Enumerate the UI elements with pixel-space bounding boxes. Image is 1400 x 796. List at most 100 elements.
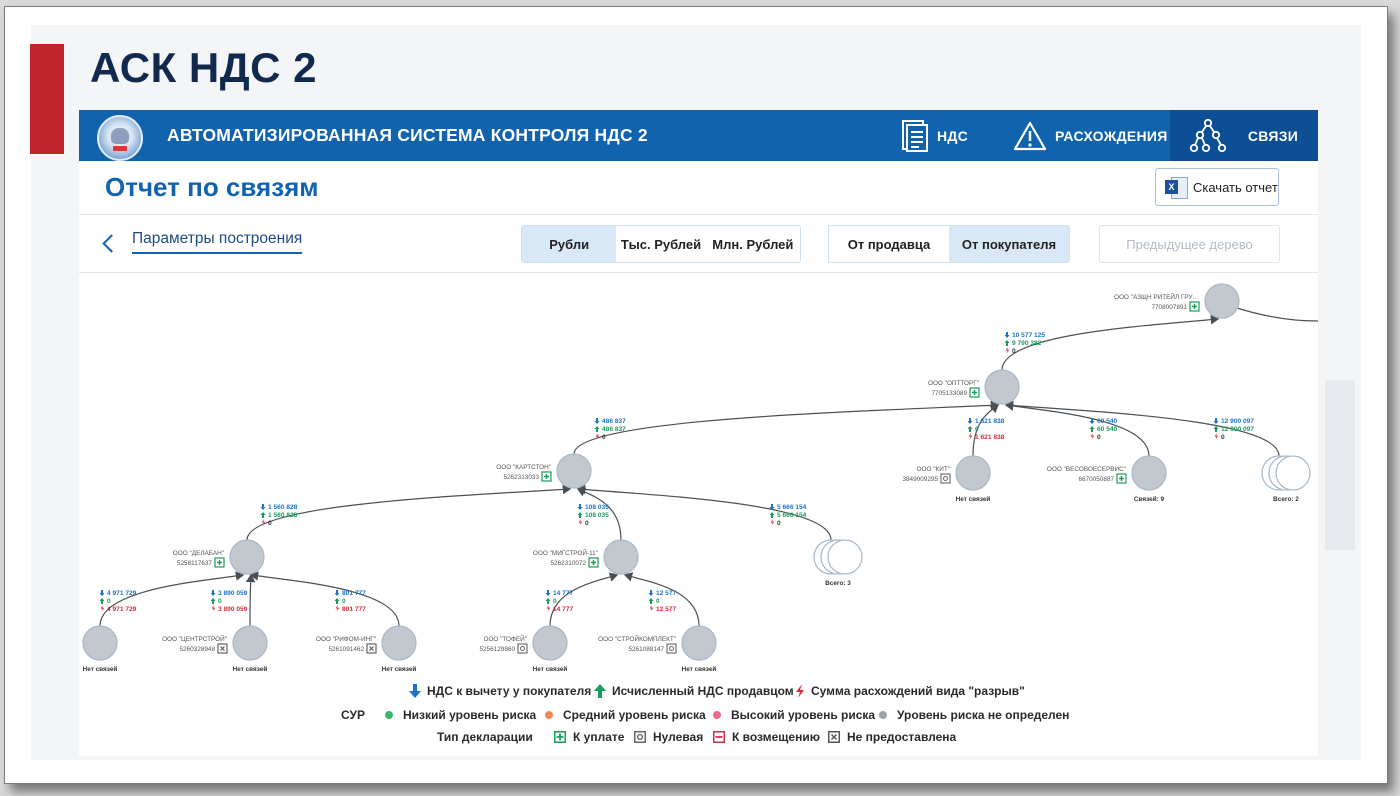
graph-edge-value: 0 [218, 598, 222, 605]
legend-arrow-down: НДС к вычету у покупателя [409, 684, 591, 698]
graph-edge-value-icon [545, 598, 551, 604]
app-header: АВТОМАТИЗИРОВАННАЯ СИСТЕМА КОНТРОЛЯ НДС … [79, 110, 1318, 161]
legend-arrow-up: Исчисленный НДС продавцом [594, 684, 794, 698]
divider [79, 272, 1318, 273]
currency-toggle: Рубли Тыс. Рублей Млн. Рублей [521, 225, 801, 263]
graph-edge [972, 404, 999, 457]
currency-rub[interactable]: Рубли [522, 226, 617, 262]
graph-edge-value-icon [545, 590, 551, 596]
legend-decl-refund: К возмещению [713, 730, 820, 744]
divider [79, 214, 1318, 215]
graph-node-name: ООО "МИГСТРОЙ-11" [533, 548, 598, 557]
circle-square-icon [669, 646, 674, 651]
graph-node-name: ООО "ЦЕНТРСТРОЙ" [162, 634, 227, 643]
graph-node [229, 539, 265, 575]
graph-edge-value-icon [211, 605, 216, 612]
plus-square-icon [217, 560, 222, 565]
legend-sur-label: СУР [341, 708, 365, 722]
graph-edge-value-icon [1005, 347, 1010, 354]
cross-square-icon [220, 646, 225, 651]
build-params-link[interactable]: Параметры построения [102, 230, 303, 254]
graph-edge-value-icon [577, 512, 583, 518]
nav-ndc[interactable]: НДС [899, 110, 968, 161]
graph-edge-value-icon [1213, 418, 1219, 424]
nav-links[interactable]: СВЯЗИ [1170, 110, 1318, 161]
graph-edge-value: 14 777 [553, 606, 574, 613]
graph-edge-value: 60 540 [1097, 418, 1118, 425]
graph-node-status: Всего: 2 [1273, 496, 1299, 503]
legend-decl-zero-label: Нулевая [653, 730, 704, 744]
graph-edge-value-icon [210, 598, 216, 604]
graph-node [984, 369, 1020, 405]
graph-node-inn: 5262313033 [503, 474, 539, 481]
tree-hierarchy-icon [1189, 118, 1226, 152]
graph-node-status: Всего: 3 [825, 580, 851, 587]
graph-edge-value: 12 900 097 [1221, 418, 1254, 425]
graph-edge-value-icon [770, 519, 775, 526]
graph-edge-value-icon [261, 519, 266, 526]
graph-node [955, 455, 991, 491]
graph-edge-value-icon [595, 433, 600, 440]
graph-node-name: ООО "АЗЩН РИТЕЙЛ ГРУ… [1114, 292, 1199, 301]
currency-thousand-rub[interactable]: Тыс. Рублей [620, 236, 702, 252]
slide-title: АСК НДС 2 [90, 44, 318, 91]
graph-edge-value-icon [594, 418, 600, 424]
legend-arrow-down-label: НДС к вычету у покупателя [427, 684, 592, 698]
graph-edge-value: 4 971 729 [107, 590, 137, 597]
graph-edge-value: 10 577 125 [1012, 332, 1045, 339]
graph-node-status: Нет связей [682, 665, 717, 673]
graph-edge-value: 5 666 154 [777, 512, 807, 519]
graph-edge [576, 484, 832, 541]
previous-tree-button[interactable]: Предыдущее дерево [1099, 225, 1280, 263]
direction-from-seller[interactable]: От продавца [847, 236, 931, 252]
graph-edge-value-icon [334, 598, 340, 604]
graph-node-inn: 5260328948 [179, 646, 215, 653]
graph-node-inn: 5261091462 [328, 646, 364, 653]
legend-risk-undefined-label: Уровень риска не определен [897, 708, 1070, 722]
graph-edge-value-icon [594, 426, 600, 432]
direction-from-buyer[interactable]: От покупателя [949, 226, 1069, 262]
graph-edge [1004, 401, 1150, 457]
graph-node-inn: 7705133089 [931, 390, 967, 397]
nav-links-label: СВЯЗИ [1247, 127, 1299, 144]
graph-edge-value: 12 577 [656, 606, 677, 613]
graph-edge-value: 9 790 382 [1012, 340, 1042, 347]
graph-edge-value-icon [769, 504, 775, 510]
graph-node-inn: 5261088147 [628, 646, 664, 653]
graph-node-status: Нет связей [956, 495, 991, 503]
nav-discrepancies[interactable]: РАСХОЖДЕНИЯ [1013, 110, 1168, 161]
graph-node-status: Нет связей [382, 665, 417, 673]
graph-edge-value-icon [335, 605, 340, 612]
graph-edge-value: 1 621 838 [975, 418, 1005, 425]
graph-edge-value-icon [769, 512, 775, 518]
arrow-down-icon [409, 684, 421, 698]
graph-edge-value-icon [1089, 426, 1095, 432]
graph-node-name: ООО "СТРОЙКОМПЛЕКТ" [598, 634, 676, 643]
graph-edge-value-icon [967, 426, 973, 432]
graph-edge-value: 0 [777, 520, 781, 527]
graph-edge-value: 1 560 828 [268, 504, 298, 511]
graph-edge-value: 5 666 154 [777, 504, 807, 511]
legend-arrow-up-label: Исчисленный НДС продавцом [612, 684, 794, 698]
graph-edge-value: 4 971 729 [107, 606, 137, 613]
app-window: АВТОМАТИЗИРОВАННАЯ СИСТЕМА КОНТРОЛЯ НДС … [79, 110, 1318, 756]
legend-decl-none-label: Не предоставлена [847, 730, 957, 744]
legend-decl-pay-label: К уплате [573, 730, 625, 744]
graph-edge-value-icon [648, 590, 654, 596]
plus-square-icon [1192, 304, 1197, 309]
graph-node-inn: 5256129860 [479, 646, 515, 653]
graph-edge-value-icon [1004, 332, 1010, 338]
build-params-label: Параметры построения [132, 230, 303, 254]
excel-icon: X [1165, 176, 1188, 199]
page-title: Отчет по связям [105, 172, 319, 202]
graph-node [556, 453, 592, 489]
graph-edge-value: 1 560 828 [268, 512, 298, 519]
graph-edge-value-icon [967, 418, 973, 424]
currency-million-rub[interactable]: Млн. Рублей [712, 236, 794, 252]
graph-node [82, 625, 118, 661]
graph-edge-value-icon [1089, 418, 1095, 424]
download-report-button[interactable]: X Скачать отчет [1155, 168, 1279, 206]
lightning-icon [796, 684, 804, 698]
circle-square-icon [666, 643, 677, 654]
